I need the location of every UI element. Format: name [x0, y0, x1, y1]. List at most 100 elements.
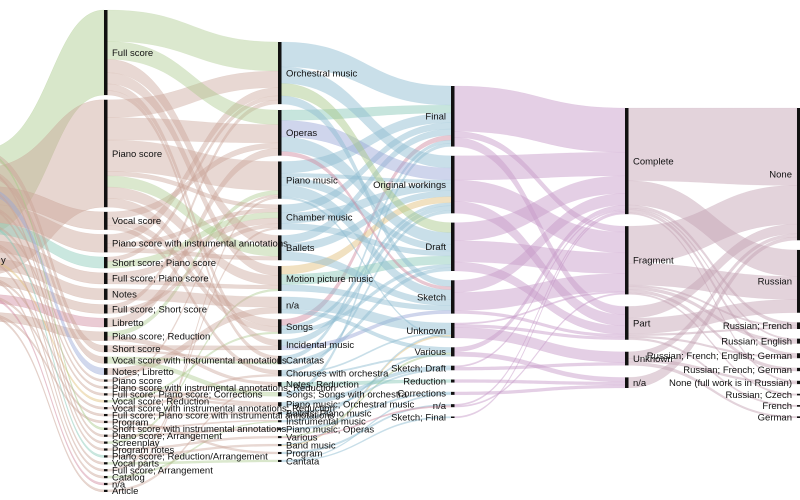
node-g4[interactable]	[278, 204, 282, 230]
node-label-g20: Program	[286, 448, 323, 459]
node-s1[interactable]	[451, 86, 455, 147]
node-f26[interactable]	[104, 462, 108, 465]
node-g3[interactable]	[278, 161, 282, 199]
node-g18[interactable]	[278, 436, 282, 439]
node-g17[interactable]	[278, 428, 282, 431]
node-l1[interactable]	[797, 108, 800, 241]
node-f30[interactable]	[104, 489, 108, 492]
node-f1[interactable]	[104, 10, 108, 96]
node-f29[interactable]	[104, 482, 108, 486]
node-g2[interactable]	[278, 110, 282, 156]
node-l10[interactable]	[797, 416, 800, 418]
node-f27[interactable]	[104, 469, 108, 472]
node-s8[interactable]	[451, 379, 455, 383]
node-label-f11: Short score	[112, 344, 161, 355]
node-g15[interactable]	[278, 412, 282, 415]
node-f5[interactable]	[104, 256, 108, 269]
node-g16[interactable]	[278, 420, 282, 423]
node-label-c5: n/a	[633, 378, 647, 389]
node-f3[interactable]	[104, 211, 108, 230]
node-label-c4: Unknown	[633, 354, 673, 365]
node-f22[interactable]	[104, 434, 108, 437]
node-s7[interactable]	[451, 365, 455, 371]
node-label-g19: Band music	[286, 440, 336, 451]
node-g20[interactable]	[278, 451, 282, 455]
node-g8[interactable]	[278, 319, 282, 334]
node-g11[interactable]	[278, 370, 282, 377]
node-g1[interactable]	[278, 42, 282, 105]
node-s9[interactable]	[451, 391, 455, 395]
node-f6[interactable]	[104, 272, 108, 285]
node-f12[interactable]	[104, 356, 108, 364]
node-label-f29: n/a	[112, 479, 126, 490]
incoming-link-f14	[0, 209, 105, 382]
node-l8[interactable]	[797, 393, 800, 396]
incoming-link-f23	[0, 193, 105, 445]
node-c3[interactable]	[625, 306, 629, 340]
node-label-f4: Piano score with instrumental annotation…	[112, 239, 288, 250]
node-f15[interactable]	[104, 386, 108, 389]
node-label-f23: Screenplay	[112, 438, 160, 449]
node-l6[interactable]	[797, 367, 800, 372]
node-f23[interactable]	[104, 441, 108, 444]
node-f28[interactable]	[104, 475, 108, 479]
node-label-g17: Piano music; Operas	[286, 424, 374, 435]
node-f7[interactable]	[104, 288, 108, 300]
node-s3[interactable]	[451, 222, 455, 272]
node-f14[interactable]	[104, 379, 108, 382]
node-g14[interactable]	[278, 402, 282, 407]
node-c1[interactable]	[625, 108, 629, 215]
node-label-s2: Original workings	[373, 180, 446, 191]
node-l9[interactable]	[797, 405, 800, 407]
node-g5[interactable]	[278, 235, 282, 261]
node-label-l9: French	[762, 401, 792, 412]
node-f4[interactable]	[104, 234, 108, 253]
node-f18[interactable]	[104, 407, 108, 410]
node-l2[interactable]	[797, 249, 800, 313]
node-label-f7: Notes	[112, 290, 137, 301]
node-l7[interactable]	[797, 380, 800, 385]
node-s4[interactable]	[451, 280, 455, 314]
link-s7-c4	[454, 362, 626, 371]
node-s5[interactable]	[451, 322, 455, 339]
node-g6[interactable]	[278, 266, 282, 291]
node-f10[interactable]	[104, 331, 108, 341]
node-g21[interactable]	[278, 459, 282, 462]
node-g7[interactable]	[278, 296, 282, 314]
node-f16[interactable]	[104, 393, 108, 396]
node-f17[interactable]	[104, 400, 108, 403]
node-g13[interactable]	[278, 392, 282, 397]
node-f9[interactable]	[104, 318, 108, 328]
incoming-link-f10	[0, 312, 105, 341]
node-f13[interactable]	[104, 368, 108, 375]
node-s11[interactable]	[451, 416, 455, 418]
node-g10[interactable]	[278, 355, 282, 365]
node-l4[interactable]	[797, 338, 800, 344]
node-f20[interactable]	[104, 420, 108, 424]
node-f11[interactable]	[104, 345, 108, 353]
node-s10[interactable]	[451, 404, 455, 408]
link-s9-c5	[454, 384, 626, 396]
node-f21[interactable]	[104, 427, 108, 430]
node-g19[interactable]	[278, 444, 282, 447]
node-label-g13: Songs; Songs with orchestra	[286, 390, 408, 401]
node-c2[interactable]	[625, 226, 629, 295]
node-f8[interactable]	[104, 304, 108, 314]
node-label-f22: Piano score; Arrangement	[112, 431, 222, 442]
link-f8-g4	[107, 223, 279, 314]
node-f2[interactable]	[104, 99, 108, 208]
node-label-c2: Fragment	[633, 256, 674, 267]
node-l5[interactable]	[797, 353, 800, 359]
node-g9[interactable]	[278, 339, 282, 351]
node-label-g21: Cantata	[286, 456, 320, 467]
node-f25[interactable]	[104, 455, 108, 458]
node-l3[interactable]	[797, 322, 800, 329]
node-c4[interactable]	[625, 351, 629, 366]
node-f24[interactable]	[104, 448, 108, 451]
link-f1-g1	[107, 9, 279, 72]
node-g12[interactable]	[278, 382, 282, 387]
node-f19[interactable]	[104, 413, 108, 417]
node-s6[interactable]	[451, 347, 455, 357]
node-s2[interactable]	[451, 155, 455, 214]
node-c5[interactable]	[625, 377, 629, 388]
